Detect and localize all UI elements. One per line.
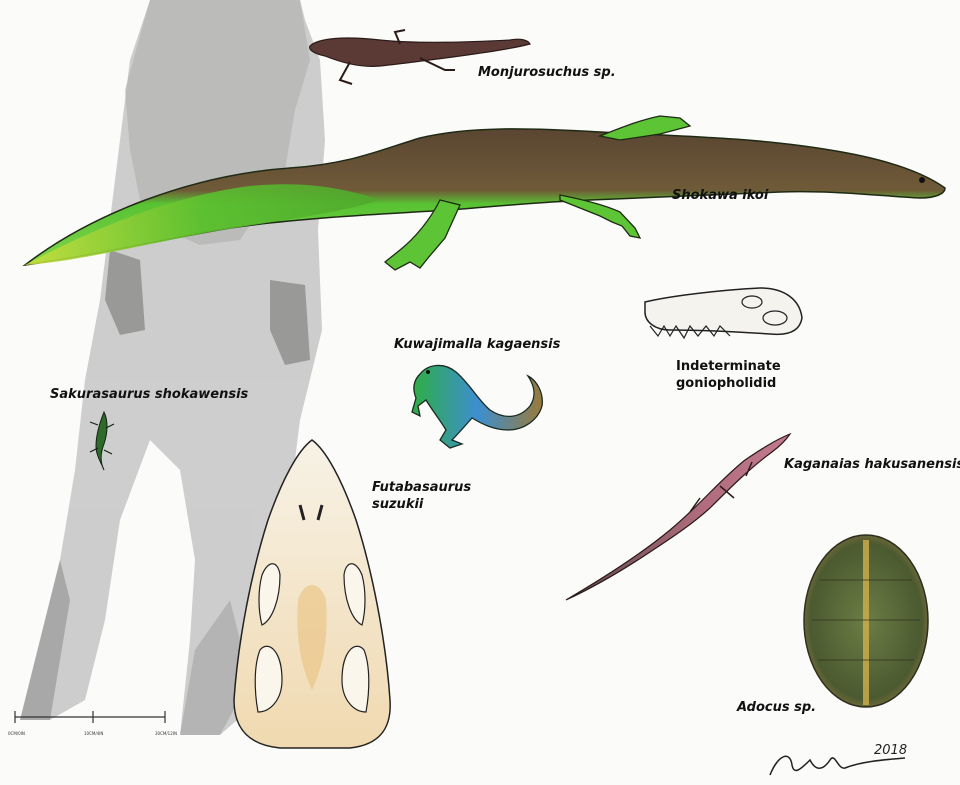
scale-tick-0: 0CM/0IN (8, 731, 25, 736)
label-goniopholidid-line1: Indeterminate (676, 359, 781, 374)
scale-tick-2: 30CM/12IN (155, 731, 177, 736)
scale-tick-1: 10CM/4IN (84, 731, 104, 736)
shokawa-illustration (22, 115, 946, 271)
scale-bar (14, 711, 166, 723)
label-shokawa: Shokawa ikoi (672, 188, 769, 203)
signature-year: 2018 (874, 743, 907, 758)
label-goniopholidid: Indeterminate goniopholidid (676, 358, 781, 392)
goniopholidid-skull-illustration (644, 287, 803, 340)
label-monjurosuchus: Monjurosuchus sp. (478, 65, 616, 80)
kuwajimalla-illustration (411, 364, 543, 449)
signature (769, 755, 906, 776)
label-futabasaurus-line1: Futabasaurus (372, 480, 472, 495)
label-kaganaias: Kaganaias hakusanensis (784, 457, 960, 472)
sakurasaurus-illustration (89, 410, 115, 471)
futabasaurus-skull-illustration (233, 439, 391, 749)
kaganaias-illustration (565, 432, 792, 601)
label-sakurasaurus: Sakurasaurus shokawensis (50, 387, 249, 402)
label-kuwajimalla: Kuwajimalla kagaensis (394, 337, 561, 352)
adocus-shell-illustration (803, 534, 929, 708)
label-futabasaurus-line2: suzukii (372, 497, 424, 512)
label-goniopholidid-line2: goniopholidid (676, 376, 777, 391)
label-adocus: Adocus sp. (737, 700, 817, 715)
label-futabasaurus: Futabasaurus suzukii (372, 479, 471, 513)
monjurosuchus-illustration (309, 29, 531, 85)
